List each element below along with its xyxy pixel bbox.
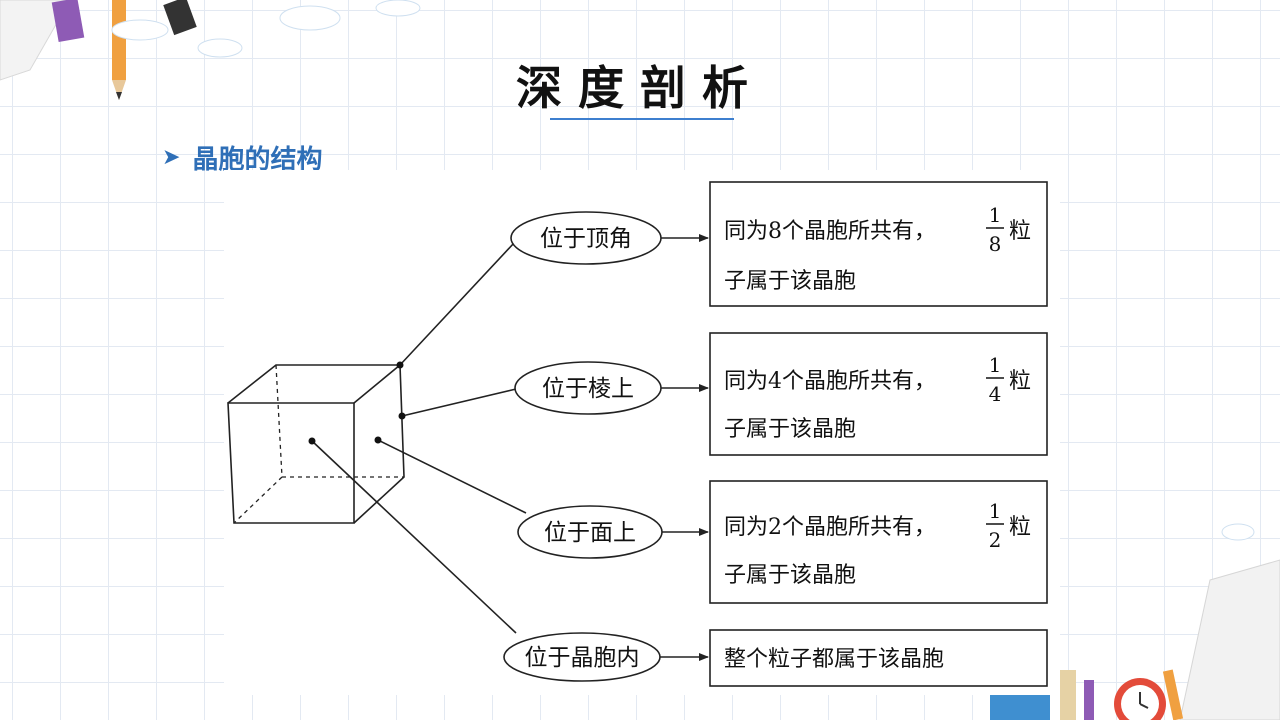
- title-underline: [550, 118, 734, 120]
- box-face-line1: 同为2个晶胞所共有，: [724, 515, 936, 540]
- unit-cell-diagram: 位于顶角 位于棱上 位于面上 位于晶胞内 同为8个晶胞所共有， 1 8 粒 子: [227, 181, 1048, 687]
- box-face-frac-num: 1: [989, 499, 1002, 523]
- box-corner-frac-num: 1: [989, 203, 1002, 227]
- box-edge-frac-num: 1: [989, 353, 1002, 377]
- position-ovals: [503, 211, 663, 682]
- box-corner-frac-den: 8: [989, 232, 1002, 256]
- arrow-bullet-icon: ➤: [162, 145, 181, 170]
- box-face-frac-den: 2: [989, 528, 1002, 552]
- box-corner-after: 粒: [1009, 219, 1031, 244]
- box-face-after: 粒: [1009, 515, 1031, 540]
- box-interior-line1: 整个粒子都属于该晶胞: [724, 647, 944, 672]
- pencils-decoration: [0, 0, 421, 100]
- box-edge-frac-den: 4: [989, 382, 1002, 406]
- label-edge: 位于棱上: [542, 376, 634, 402]
- page-title: 深度剖析: [516, 61, 764, 115]
- box-edge-after: 粒: [1009, 369, 1031, 394]
- unit-cell-cube: [227, 364, 405, 524]
- description-boxes: [709, 181, 1048, 687]
- label-interior: 位于晶胞内: [525, 645, 640, 671]
- box-face-line2: 子属于该晶胞: [724, 563, 856, 588]
- connector-lines: [311, 242, 527, 634]
- diagram-panel: 位于顶角 位于棱上 位于面上 位于晶胞内 同为8个晶胞所共有， 1 8 粒 子: [224, 170, 1060, 695]
- label-corner: 位于顶角: [540, 226, 632, 252]
- label-face: 位于面上: [544, 520, 636, 546]
- arrows: [660, 234, 709, 661]
- particle-dots: [308, 361, 406, 445]
- box-edge-line2: 子属于该晶胞: [724, 417, 856, 442]
- box-corner-line1: 同为8个晶胞所共有，: [724, 219, 936, 244]
- clock-decoration: [990, 523, 1280, 720]
- box-edge-line1: 同为4个晶胞所共有，: [724, 369, 936, 394]
- box-corner-line2: 子属于该晶胞: [724, 269, 856, 294]
